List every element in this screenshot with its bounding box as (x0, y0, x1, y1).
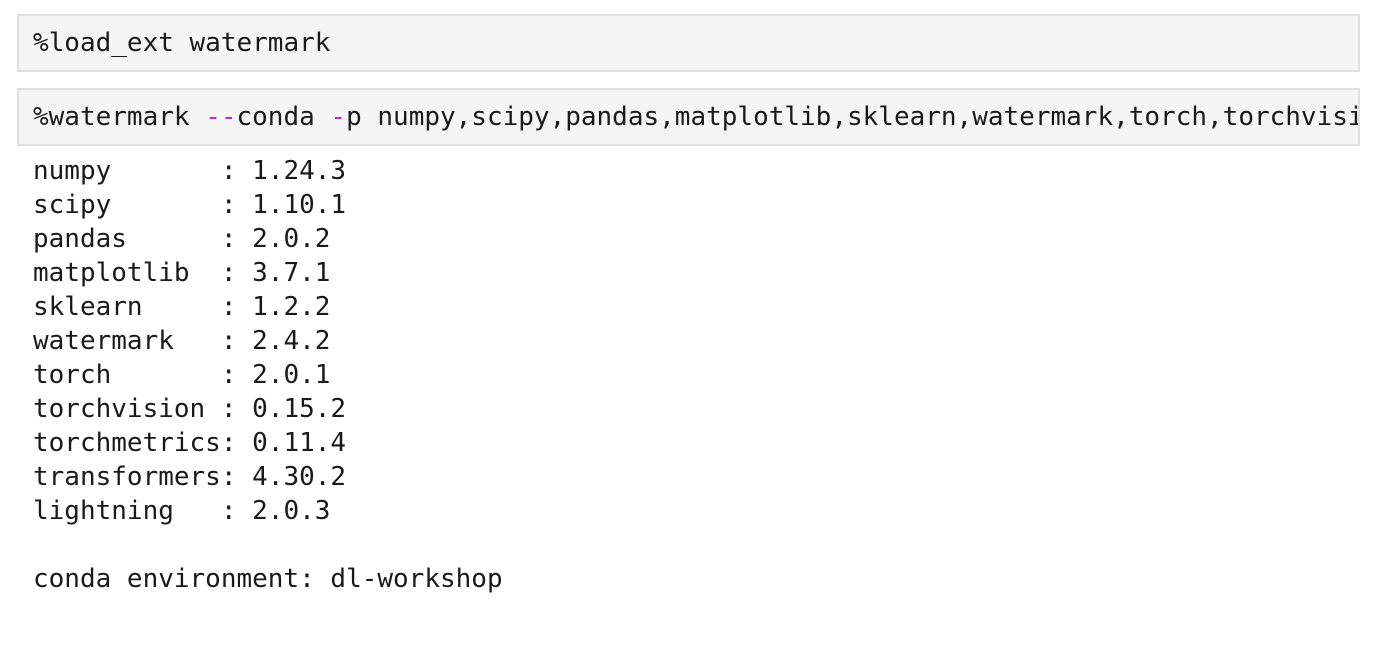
package-version-list: numpy : 1.24.3 scipy : 1.10.1 pandas : 2.0… (33, 154, 1374, 528)
code-token: %load_ext watermark (33, 28, 331, 58)
package-row: pandas : 2.0.2 (33, 224, 331, 254)
package-row: scipy : 1.10.1 (33, 190, 347, 220)
code-cell-watermark-command[interactable]: %watermark --conda -p numpy,scipy,pandas… (17, 88, 1360, 146)
code-cell-input: %load_ext watermark (33, 26, 1344, 60)
package-row: watermark : 2.4.2 (33, 326, 331, 356)
operator-token: - (330, 102, 347, 132)
package-row: transformers: 4.30.2 (33, 462, 347, 492)
package-row: torch : 2.0.1 (33, 360, 331, 390)
code-token: p numpy,scipy,pandas,matplotlib,sklearn,… (346, 102, 1360, 132)
package-row: lightning : 2.0.3 (33, 496, 331, 526)
conda-environment-line: conda environment: dl-workshop (33, 564, 503, 594)
code-token: %watermark (33, 102, 206, 132)
package-row: torchmetrics: 0.11.4 (33, 428, 347, 458)
package-row: torchvision : 0.15.2 (33, 394, 347, 424)
package-row: numpy : 1.24.3 (33, 156, 347, 186)
notebook-page: %load_ext watermark %watermark --conda -… (0, 14, 1374, 654)
operator-token: -- (205, 102, 237, 132)
code-cell-input: %watermark --conda -p numpy,scipy,pandas… (33, 100, 1358, 134)
code-token: conda (236, 102, 331, 132)
package-row: matplotlib : 3.7.1 (33, 258, 331, 288)
code-cell-load-ext[interactable]: %load_ext watermark (17, 14, 1360, 72)
package-row: sklearn : 1.2.2 (33, 292, 331, 322)
watermark-output: numpy : 1.24.3 scipy : 1.10.1 pandas : 2.0… (33, 154, 1374, 596)
